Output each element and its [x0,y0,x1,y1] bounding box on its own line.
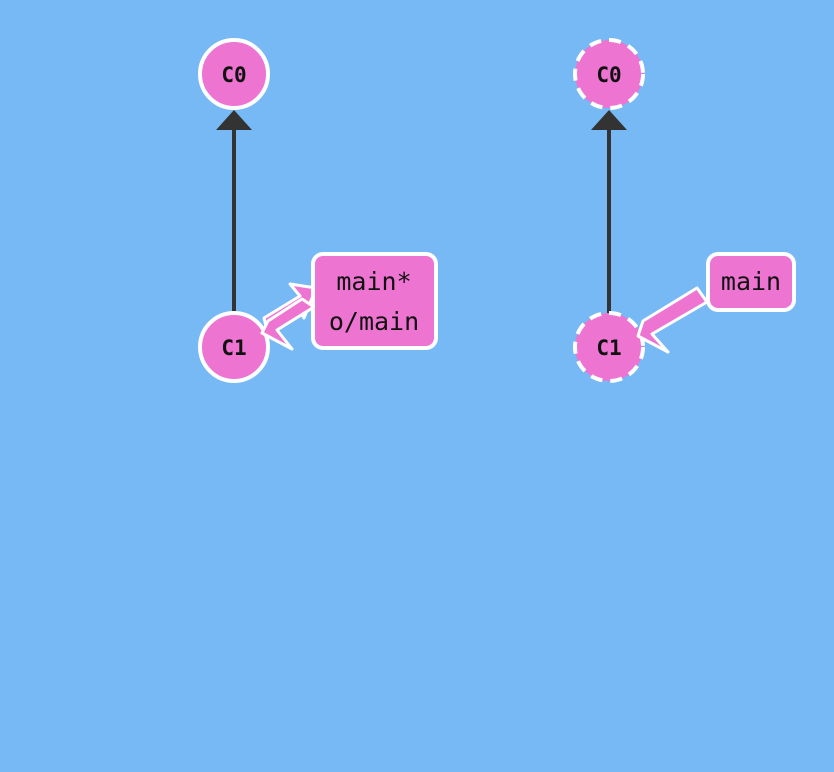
local-commit-c0[interactable]: C0 [198,38,270,110]
remote-edge-arrowhead [591,110,627,130]
local-commit-c1-label: C1 [221,336,246,360]
remote-commit-c1-node [573,311,645,383]
remote-branch-pointer-shaft [636,286,709,354]
remote-branch-label-box [706,252,796,312]
local-commit-c0-node [198,38,270,110]
local-branch-name-main: main* [336,267,411,296]
local-commit-c0-label: C0 [221,63,246,87]
local-branch-name-origin-main: o/main [329,307,419,336]
local-repo-graph: C0 C1 main* o/main [198,38,438,383]
remote-repo-graph: C0 C1 main [573,38,796,383]
remote-commit-c0[interactable]: C0 [573,38,645,110]
local-branch-label[interactable]: main* o/main [311,252,438,350]
local-commit-c1[interactable]: C1 [198,311,270,383]
remote-commit-c1[interactable]: C1 [573,311,645,383]
remote-commit-c0-node [573,38,645,110]
remote-commit-c0-label: C0 [596,63,621,87]
remote-branch-label[interactable]: main [706,252,796,312]
local-edge-arrowhead [216,110,252,130]
local-branch-label-box [311,252,438,350]
remote-commit-c1-label: C1 [596,336,621,360]
local-branch-pointer-shaft [260,297,316,351]
remote-branch-name-main: main [721,267,781,296]
local-commit-c1-node [198,311,270,383]
